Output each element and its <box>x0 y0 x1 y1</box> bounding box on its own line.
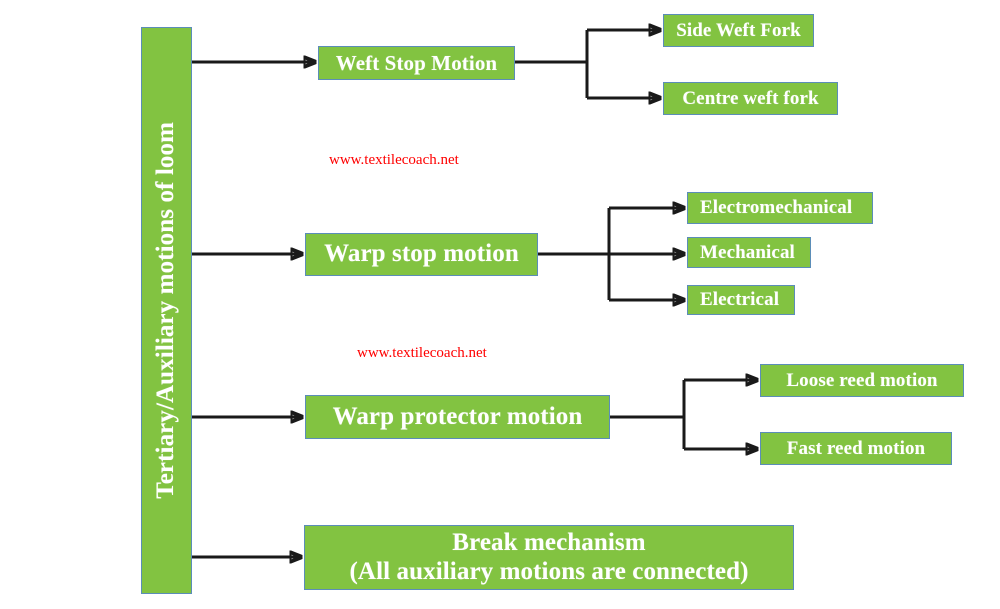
node-fast-reed-motion-label: Fast reed motion <box>786 437 926 459</box>
node-weft-stop-motion[interactable]: Weft Stop Motion <box>318 46 515 80</box>
node-side-weft-fork[interactable]: Side Weft Fork <box>663 14 814 47</box>
node-centre-weft-fork[interactable]: Centre weft fork <box>663 82 838 115</box>
node-loose-reed-motion-label: Loose reed motion <box>786 369 938 391</box>
root-node-label: Tertiary/Auxiliary motions of loom <box>152 122 180 499</box>
node-centre-weft-fork-label: Centre weft fork <box>682 87 819 109</box>
node-fast-reed-motion[interactable]: Fast reed motion <box>760 432 952 465</box>
node-break-mechanism-text: Break mechanism (All auxiliary motions a… <box>349 529 748 587</box>
node-electromechanical[interactable]: Electromechanical <box>687 192 873 224</box>
node-mechanical[interactable]: Mechanical <box>687 237 811 268</box>
root-node-auxiliary-motions[interactable]: Tertiary/Auxiliary motions of loom <box>141 27 192 594</box>
node-break-mechanism[interactable]: Break mechanism (All auxiliary motions a… <box>304 525 794 590</box>
node-break-mechanism-line1: Break mechanism <box>452 528 646 556</box>
node-break-mechanism-line2: (All auxiliary motions are connected) <box>349 557 749 585</box>
node-electrical-label: Electrical <box>700 289 780 311</box>
node-warp-stop-motion-label: Warp stop motion <box>324 240 519 268</box>
node-electrical[interactable]: Electrical <box>687 285 795 315</box>
node-weft-stop-motion-label: Weft Stop Motion <box>335 50 498 75</box>
node-warp-stop-motion[interactable]: Warp stop motion <box>305 233 538 276</box>
node-warp-protector-motion[interactable]: Warp protector motion <box>305 395 610 439</box>
node-electromechanical-label: Electromechanical <box>700 197 853 219</box>
node-warp-protector-motion-label: Warp protector motion <box>332 402 583 430</box>
watermark-bottom: www.textilecoach.net <box>357 345 487 361</box>
node-side-weft-fork-label: Side Weft Fork <box>676 19 801 41</box>
node-mechanical-label: Mechanical <box>700 241 795 263</box>
watermark-top: www.textilecoach.net <box>329 152 459 168</box>
node-loose-reed-motion[interactable]: Loose reed motion <box>760 364 964 397</box>
